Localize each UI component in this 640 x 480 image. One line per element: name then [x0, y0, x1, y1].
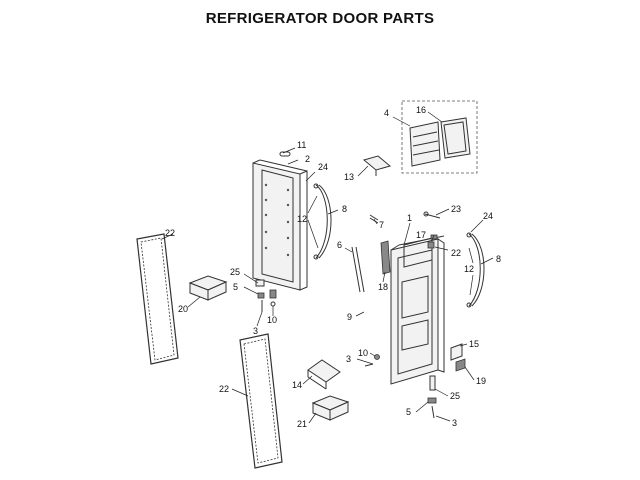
callout-20-lower: 21: [297, 419, 307, 429]
callout-19: 19: [476, 376, 486, 386]
left-gasket-upper: [136, 233, 179, 365]
callout-5-right: 5: [406, 407, 411, 417]
callout-11: 11: [297, 140, 306, 150]
callout-21: 22: [451, 248, 461, 258]
callout-23: 23: [451, 204, 461, 214]
door-bin-lower: [311, 395, 350, 421]
left-door-liner: [252, 159, 308, 291]
page-title: REFRIGERATOR DOOR PARTS: [205, 10, 435, 27]
callout-24-left: 24: [318, 162, 328, 172]
left-door-bin-upper: [188, 275, 228, 301]
callout-3-mid: 3: [346, 354, 351, 364]
callout-15: 15: [469, 339, 479, 349]
callout-25-right: 25: [450, 391, 460, 401]
parts-15-19: [450, 343, 466, 372]
dispenser-cover-16: [440, 117, 471, 159]
callout-8-left: 8: [342, 204, 347, 214]
callout-6: 6: [337, 240, 342, 250]
lower-hinge-parts: [427, 375, 437, 419]
callout-22-upper: 22: [165, 228, 175, 238]
callout-5-left: 5: [233, 282, 238, 292]
left-hinge-parts: [255, 279, 277, 312]
left-door-handle: [313, 183, 332, 260]
bracket-14: [307, 359, 341, 390]
mid-hinge-parts: [364, 354, 380, 367]
rod-7: [369, 214, 379, 224]
callout-14: 14: [292, 380, 302, 390]
callout-9: 9: [347, 312, 352, 322]
callout-10-mid: 10: [358, 348, 368, 358]
callout-8-right: 8: [496, 254, 501, 264]
callout-3-right: 3: [452, 418, 457, 428]
callout-24-right: 24: [483, 211, 493, 221]
callout-16: 16: [416, 105, 426, 115]
callout-18: 18: [378, 282, 388, 292]
callout-13: 13: [344, 172, 354, 182]
callout-10-left: 10: [267, 315, 277, 325]
dispenser-housing: [409, 121, 441, 167]
latch-18: [380, 240, 391, 275]
leader-lines: [161, 111, 494, 424]
callout-3-left: 3: [253, 326, 258, 336]
callout-2: 2: [305, 154, 310, 164]
callout-20-upper: 20: [178, 304, 188, 314]
hinge-cap-11: [279, 151, 291, 157]
callout-25-left: 25: [230, 267, 240, 277]
callout-12-left: 12: [297, 214, 307, 224]
callout-17: 17: [416, 230, 426, 240]
right-door-handle: [466, 232, 485, 308]
callout-4: 4: [384, 108, 389, 118]
callout-labels: 11 2 24 12 8 22 20 25 5 3 10 4 16 13 1 7…: [165, 105, 501, 429]
callout-7: 7: [379, 220, 384, 230]
bracket-13: [362, 155, 392, 176]
callout-22-lower: 22: [219, 384, 229, 394]
hinge-parts-right: [423, 211, 441, 249]
left-gasket-lower: [239, 333, 283, 469]
callout-12-right: 12: [464, 264, 474, 274]
rod-6: [351, 246, 365, 293]
right-door-liner: [390, 235, 445, 385]
callout-1: 1: [407, 213, 412, 223]
dispenser-kit-box: [401, 100, 478, 174]
